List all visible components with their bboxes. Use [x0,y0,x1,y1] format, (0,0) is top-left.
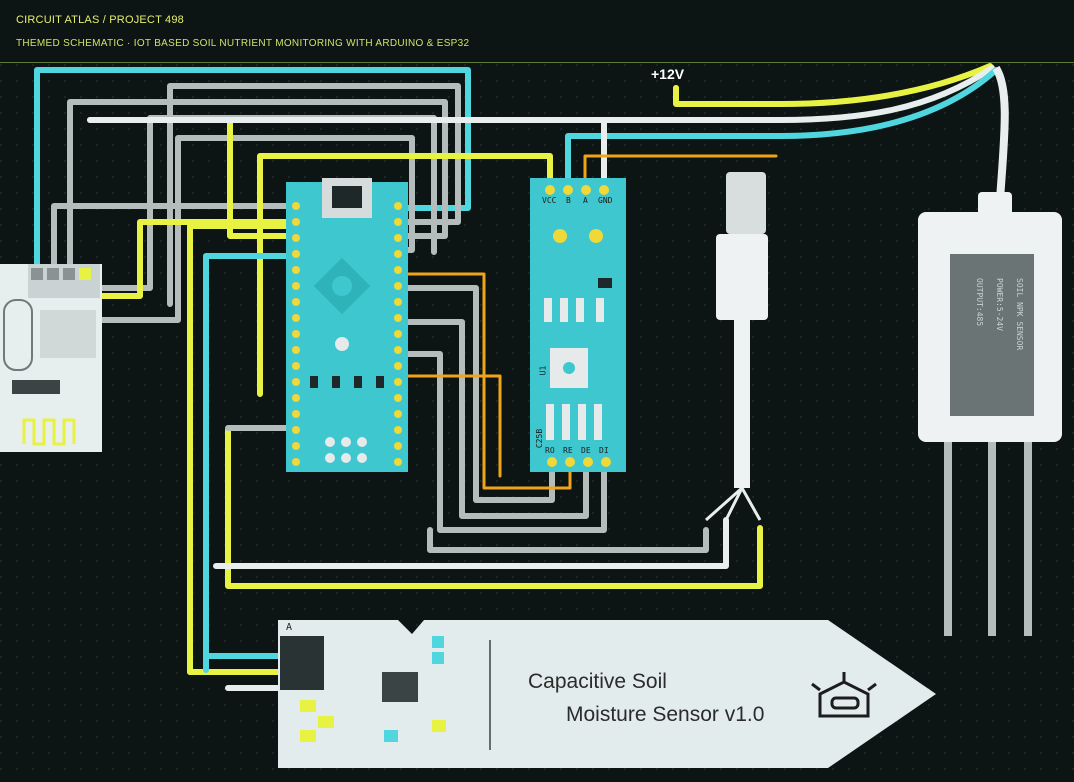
wire-gray-2 [51,203,295,275]
wire-white-npk-1 [87,65,995,123]
cap-sensor-subtitle: Moisture Sensor v1.0 [566,703,765,726]
page-subtitle: THEMED SCHEMATIC · IOT BASED SOIL NUTRIE… [16,38,470,49]
wire-gray-di [405,351,607,533]
wire-cyan-npk-2 [565,67,999,189]
max485-pin-a: A [583,196,588,205]
wire-gray-re [405,319,589,519]
power-label-12v: +12V [651,66,685,82]
max485-module [530,178,626,472]
wire-gray-probe [427,527,709,553]
wire-yellow-vcc [257,153,553,397]
temperature-probe [705,172,768,522]
max485-pin-b: B [566,196,571,205]
wire-orange-a [583,154,778,188]
npk-label-panel: SOIL NPK SENSOR POWER:5-24V OUTPUT:485 [950,258,1032,414]
antenna-trace-icon [22,418,76,446]
arduino-nano [286,178,408,472]
wire-yellow-nrf [85,219,295,299]
cap-sensor-title: Capacitive Soil [528,670,667,693]
wire-yellow-drop [225,427,763,589]
max485-ic-label: U1 [538,365,548,376]
ic-chip-icon [550,348,588,388]
max485-pin-gnd: GND [598,196,613,205]
wires [34,63,999,691]
npk-line3: OUTPUT:485 [975,278,984,327]
wire-cyan-left [203,253,295,673]
breadcrumb[interactable]: CIRCUIT ATLAS / PROJECT 498 [16,14,185,26]
wire-orange-de2 [406,374,502,478]
npk-sensor [918,65,1062,636]
power-terminal-12v [673,85,679,91]
wire-yellow-12v [673,63,993,107]
max485-side-label: C25B [535,428,545,449]
wire-gray-3 [167,83,461,307]
npk-line1: SOIL NPK SENSOR [1015,278,1024,351]
wire-orange-de [406,272,572,490]
max485-pin-di: DI [599,446,609,455]
nrf24-module [0,264,102,452]
cap-pin-marker: A [286,622,293,633]
header: CIRCUIT ATLAS / PROJECT 498 THEMED SCHEM… [0,0,1074,63]
npk-line2: POWER:5-24V [995,278,1004,331]
wire-gray-4 [75,135,415,323]
max485-pin-re: RE [563,446,573,455]
max485-pin-de: DE [581,446,591,455]
robot-logo-icon [811,672,877,718]
max485-pin-ro: RO [545,446,555,455]
max485-pin-vcc: VCC [542,196,557,205]
capacitive-sensor [278,620,936,768]
wire-yellow-left [187,223,295,675]
wire-white-probe [213,517,729,569]
